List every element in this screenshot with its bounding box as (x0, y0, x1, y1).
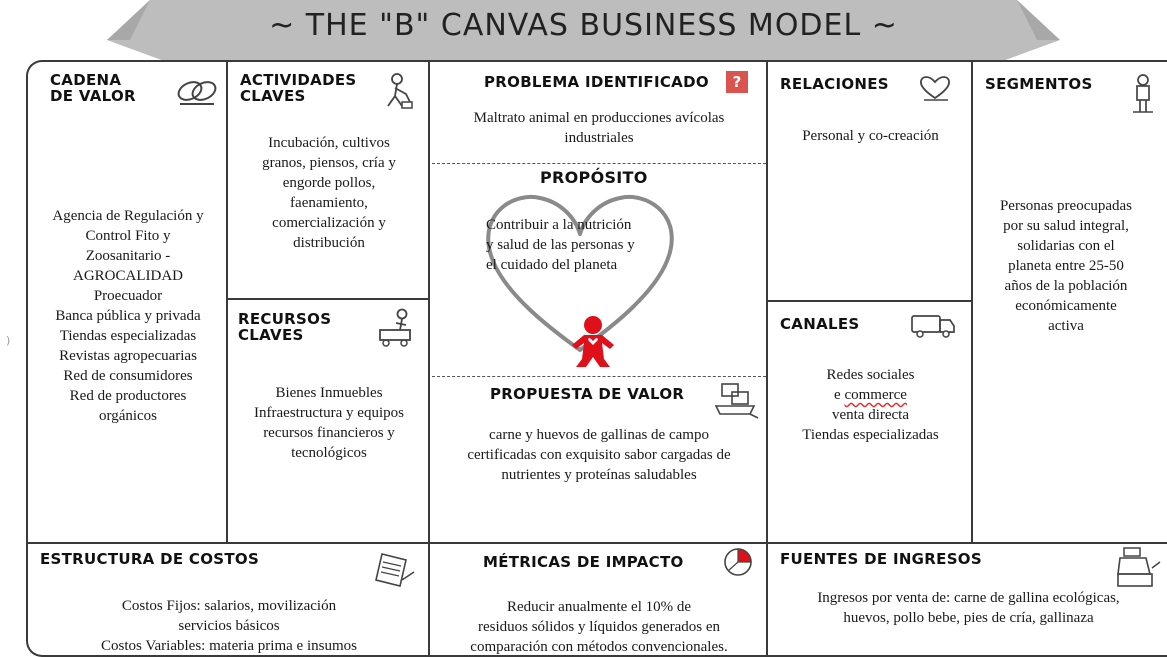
proposito-heading: PROPÓSITO (540, 168, 648, 187)
recursos-cell (228, 300, 430, 542)
canales-text: Redes sociales e commerce venta directa … (802, 367, 939, 443)
canales-cell (768, 302, 973, 542)
cadena-text: Agencia de Regulación y Control Fito y Z… (52, 208, 204, 424)
question-mark: ? (732, 73, 742, 91)
truck-icon (911, 315, 955, 338)
relaciones-text: Personal y co-creación (802, 128, 939, 144)
relaciones-heading: RELACIONES (780, 75, 889, 93)
question-icon: ? (726, 71, 748, 93)
actividades-cell (228, 62, 430, 300)
metricas-text: Reducir anualmente el 10% de residuos só… (470, 599, 728, 655)
pie-chart-icon (724, 548, 752, 576)
left-marker: ) (6, 334, 11, 347)
link-icon (177, 81, 217, 105)
cash-register-icon (1117, 547, 1161, 587)
costos-cell (28, 542, 430, 657)
segmentos-heading: SEGMENTOS (985, 75, 1093, 93)
gift-cart-icon (714, 383, 759, 419)
ingresos-text: Ingresos por venta de: carne de gallina … (817, 590, 1120, 626)
costos-text: Costos Fijos: salarios, movilización ser… (101, 598, 357, 654)
costos-heading: ESTRUCTURA DE COSTOS (40, 550, 260, 568)
title-banner: ~ THE "B" CANVAS BUSINESS MODEL ~ (0, 0, 1167, 62)
actividades-text: Incubación, cultivos granos, piensos, cr… (262, 135, 396, 251)
actividades-heading: ACTIVIDADES CLAVES (240, 71, 357, 105)
proposito-text: Contribuir a la nutrición y salud de las… (486, 217, 635, 273)
metricas-cell (430, 542, 768, 657)
center-divider-top (432, 163, 766, 164)
banner-ribbon (107, 0, 1060, 62)
page-title: ~ THE "B" CANVAS BUSINESS MODEL ~ (269, 8, 898, 43)
metricas-heading: MÉTRICAS DE IMPACTO (483, 553, 684, 571)
person-icon (1133, 74, 1153, 113)
propuesta-heading: PROPUESTA DE VALOR (490, 385, 685, 403)
problema-text: Maltrato animal en producciones avícolas… (473, 110, 725, 146)
problema-heading: PROBLEMA IDENTIFICADO (484, 73, 709, 91)
worker-icon (387, 73, 413, 109)
gingerbread-person-icon (572, 316, 614, 367)
bottom-row (28, 542, 1167, 657)
canales-heading: CANALES (780, 315, 860, 333)
canvas-board: CADENA DE VALOR Agencia de Regulación y … (26, 60, 1167, 657)
cadena-heading: CADENA DE VALOR (50, 71, 136, 105)
relaciones-cell (768, 62, 973, 302)
center-divider-bottom (432, 376, 766, 377)
segmentos-text: Personas preocupadas por su salud integr… (999, 198, 1133, 334)
cadena-cell (28, 62, 228, 542)
document-icon (375, 553, 415, 587)
recursos-heading: RECURSOS CLAVES (238, 310, 332, 344)
centro-cell (430, 62, 768, 542)
ingresos-heading: FUENTES DE INGRESOS (780, 550, 982, 568)
propuesta-text: carne y huevos de gallinas de campo cert… (467, 427, 731, 483)
recursos-text: Bienes Inmuebles Infraestructura y equip… (254, 385, 404, 461)
heart-outline-icon (920, 76, 950, 101)
heart-icon (486, 195, 674, 352)
forklift-icon (379, 308, 411, 347)
